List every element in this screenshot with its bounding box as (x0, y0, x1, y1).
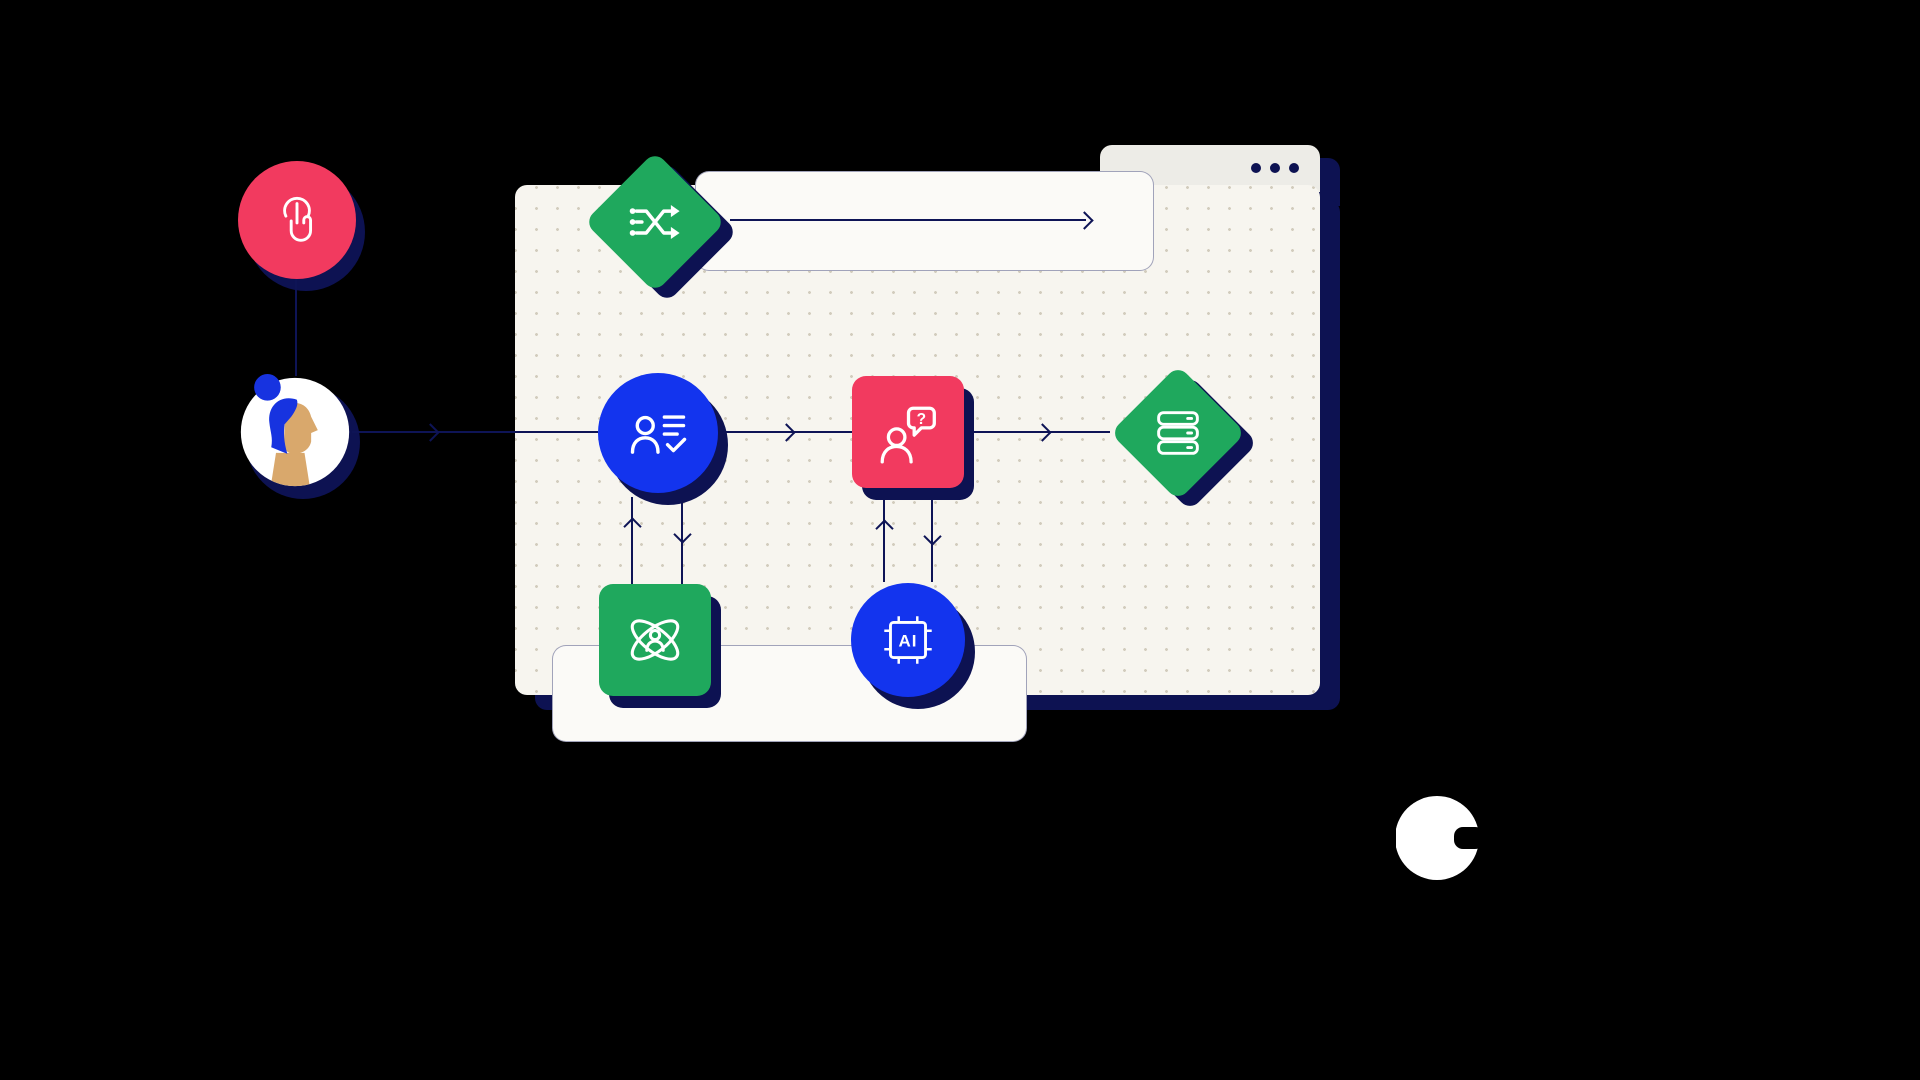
tap-node (238, 161, 356, 279)
ai-chip-icon: AI (884, 616, 932, 664)
user-avatar (238, 374, 352, 489)
arrow-ai-to-chat (883, 491, 885, 582)
arrow-profile-to-chat (718, 431, 852, 433)
logo-mark (1396, 796, 1480, 880)
ai-chip-node: AI (851, 583, 965, 697)
chat-question-icon: ? (880, 406, 936, 464)
question-mark: ? (917, 411, 926, 428)
arrowhead-icon (421, 423, 440, 442)
arrow-user-to-profile (352, 431, 598, 433)
branch-arrows-icon (629, 205, 680, 239)
woman-avatar (240, 374, 350, 487)
user-checklist-icon (630, 415, 687, 454)
arrow-atom-to-profile (631, 497, 633, 584)
menu-dot-icon (1251, 163, 1261, 173)
chat-question-node: ? (852, 376, 964, 488)
arrow-profile-to-atom (681, 497, 683, 584)
profile-check-node (598, 373, 718, 493)
arrow-chat-to-database (964, 431, 1110, 433)
atom-node (599, 584, 711, 696)
timeline-arrow-line (730, 219, 1086, 221)
atom-user-icon (630, 619, 680, 661)
menu-dot-icon (1289, 163, 1299, 173)
server-stack-icon (1157, 411, 1199, 455)
menu-dot-icon (1270, 163, 1280, 173)
connector-tap-user (295, 279, 297, 376)
ai-chip-label: AI (898, 632, 917, 651)
tap-icon (283, 196, 313, 242)
timeline-panel (695, 171, 1154, 271)
arrow-chat-to-ai (931, 491, 933, 582)
